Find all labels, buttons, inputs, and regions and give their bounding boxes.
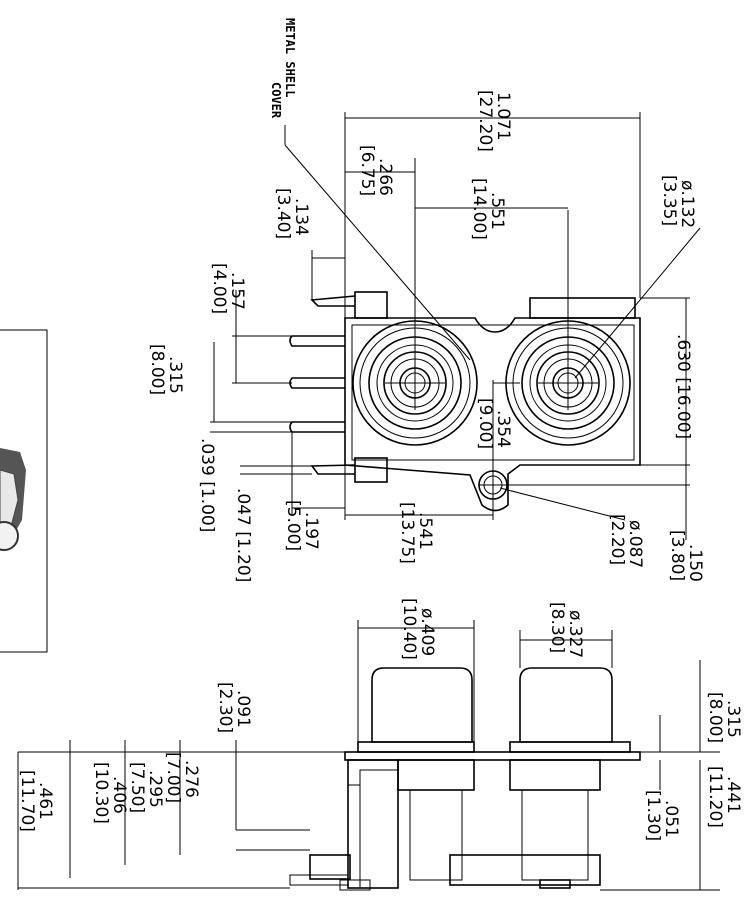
dim-441-mm: [11.20] xyxy=(705,766,725,828)
dim-406-in: .406 xyxy=(109,776,129,814)
dim-197-in: .197 xyxy=(301,512,321,550)
dim-width-mm: [27.20] xyxy=(475,90,495,152)
dim-295-mm: [7.50] xyxy=(127,762,147,813)
dim-461-mm: [11.70] xyxy=(17,770,37,832)
dim-630: .630 [16.00] xyxy=(673,334,693,439)
dim-409-in: ø.409 xyxy=(417,608,437,656)
dim-width-in: 1.071 xyxy=(493,92,513,141)
dim-327-in: ø.327 xyxy=(565,610,585,658)
dim-039: .039 [1.00] xyxy=(197,438,217,532)
callout-label: METAL SHELL COVER xyxy=(269,18,297,119)
dim-150-mm: [3.80] xyxy=(667,530,687,581)
dim-354-mm: [9.00] xyxy=(475,398,495,449)
front-view xyxy=(289,158,690,520)
dim-091-in: .091 xyxy=(233,690,253,728)
callout-line2: COVER xyxy=(269,82,283,119)
dim-354-in: .354 xyxy=(493,410,513,448)
dim-541-in: .541 xyxy=(415,512,435,550)
dim-157-in: .157 xyxy=(227,272,247,310)
product-photo xyxy=(0,329,48,653)
dim-409-mm: [10.40] xyxy=(399,598,419,660)
dim-134-mm: [3.40] xyxy=(273,188,293,239)
dim-315-mm: [8.00] xyxy=(147,344,167,395)
dim-087-in: ø.087 xyxy=(625,520,645,568)
dimension-labels: 1.071 [27.20] .266 [6.75] .551 [14.00] ø… xyxy=(17,90,743,841)
dim-551-in: .551 xyxy=(487,192,507,230)
dim-441-in: .441 xyxy=(723,776,743,814)
dim-295-in: .295 xyxy=(145,770,165,808)
dim-276-in: .276 xyxy=(181,760,201,798)
dim-276-mm: [7.00] xyxy=(163,752,183,803)
callout-line1: METAL SHELL xyxy=(283,18,297,97)
dim-hole-in: ø.132 xyxy=(677,180,697,228)
dim-197-mm: [5.00] xyxy=(283,500,303,551)
dim-134-in: .134 xyxy=(291,198,311,236)
dim-047: .047 [1.20] xyxy=(233,488,253,582)
side-dimension-lines xyxy=(17,620,720,891)
dim-266-mm: [6.75] xyxy=(357,145,377,196)
dim-157-mm: [4.00] xyxy=(209,263,229,314)
dim-315-in: .315 xyxy=(165,356,185,394)
dim-461-in: .461 xyxy=(35,782,55,820)
dim-150-in: .150 xyxy=(685,544,705,582)
dim-551-mm: [14.00] xyxy=(469,178,489,240)
dim-091-mm: [2.30] xyxy=(215,682,235,733)
side-view xyxy=(289,667,641,891)
dim-541-mm: [13.75] xyxy=(397,502,417,564)
dim-051-mm: [1.30] xyxy=(643,790,663,841)
dim-051-in: .051 xyxy=(661,800,681,838)
dim-406-mm: [10.30] xyxy=(91,762,111,824)
dim-315b-mm: [8.00] xyxy=(705,692,725,743)
dim-315b-in: .315 xyxy=(723,700,743,738)
front-dimension-lines xyxy=(210,112,701,540)
dim-087-mm: [2.20] xyxy=(607,514,627,565)
dim-hole-mm: [3.35] xyxy=(659,175,679,226)
dim-327-mm: [8.30] xyxy=(547,602,567,653)
dim-266-in: .266 xyxy=(375,158,395,196)
